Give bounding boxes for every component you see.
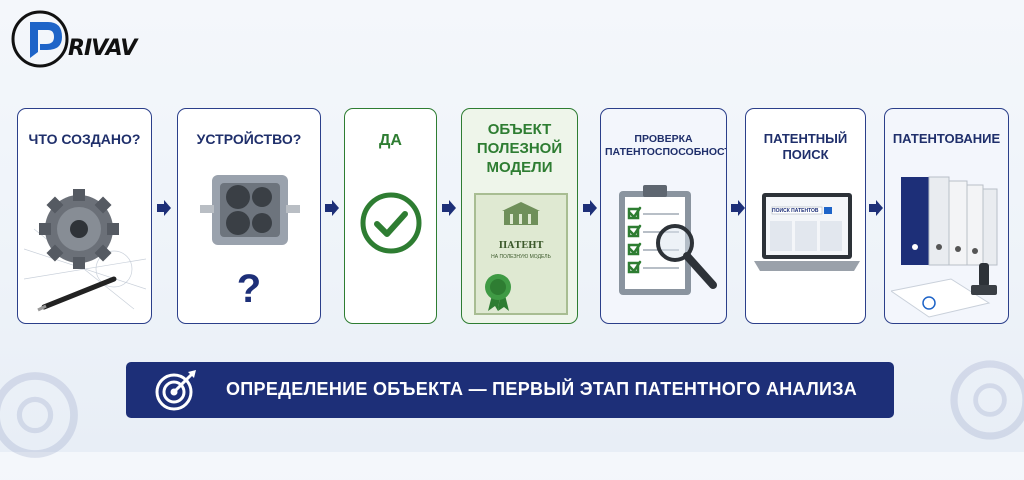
background-gear-right [950, 360, 1024, 440]
logo-text: RIVAV [68, 36, 137, 61]
arrow-right-icon [869, 200, 883, 216]
arrow-right-icon [731, 200, 745, 216]
banner-text: ОПРЕДЕЛЕНИЕ ОБЪЕКТА — ПЕРВЫЙ ЭТАП ПАТЕНТ… [226, 379, 858, 399]
arrow-right-icon [583, 200, 597, 216]
step-card-device: УСТРОЙСТВО? ? [177, 108, 321, 324]
step-title: ОБЪЕКТ ПОЛЕЗНОЙ МОДЕЛИ [476, 121, 563, 176]
checkmark-circle-icon [360, 192, 422, 254]
laptop-icon [754, 193, 860, 271]
step-title: ПАТЕНТНЫЙ ПОИСК [763, 131, 848, 163]
brand-logo: RIVAV [10, 8, 150, 70]
search-screen-label: ПОИСК ПАТЕНТОВ [772, 208, 819, 214]
step-title: ПАТЕНТОВАНИЕ [892, 131, 1001, 146]
step-title: ДА [379, 132, 402, 149]
step-title: УСТРОЙСТВО? [196, 131, 302, 147]
step-title: ЧТО СОЗДАНО? [28, 131, 141, 147]
clipboard-magnifier-icon [619, 185, 717, 295]
patent-doc-subtitle: НА ПОЛЕЗНУЮ МОДЕЛЬ [491, 254, 551, 260]
step-card-utility-model: ОБЪЕКТ ПОЛЕЗНОЙ МОДЕЛИ ПАТЕНТ НА ПОЛЕЗНУ… [461, 108, 578, 324]
patent-doc-title: ПАТЕНТ [498, 241, 544, 251]
logo-mark-icon [11, 10, 69, 68]
target-icon [155, 370, 196, 411]
step-card-what-created: ЧТО СОЗДАНО? [17, 108, 152, 324]
arrow-right-icon [157, 200, 171, 216]
step-card-patent-search: ПАТЕНТНЫЙ ПОИСК ПОИСК ПАТЕНТОВ [745, 108, 866, 324]
arrow-right-icon [325, 200, 339, 216]
step-card-patentability: ПРОВЕРКА ПАТЕНТОСПОСОБНОСТИ [600, 108, 727, 324]
gearbox-icon [200, 175, 300, 245]
step-title: ПРОВЕРКА ПАТЕНТОСПОСОБНОСТИ [605, 133, 727, 159]
seal-ribbon-icon [485, 274, 511, 311]
background-gear-left [0, 372, 78, 458]
question-mark: ? [236, 267, 262, 311]
gear-drawing-icon [24, 189, 146, 312]
arrow-right-icon [442, 200, 456, 216]
building-emblem-icon [502, 202, 540, 225]
binders-stamp-icon [891, 176, 998, 318]
step-card-yes: ДА [344, 108, 437, 324]
step-card-patenting: ПАТЕНТОВАНИЕ [884, 108, 1009, 324]
patent-document: ПАТЕНТ НА ПОЛЕЗНУЮ МОДЕЛЬ [474, 193, 568, 315]
summary-banner: ОПРЕДЕЛЕНИЕ ОБЪЕКТА — ПЕРВЫЙ ЭТАП ПАТЕНТ… [126, 362, 894, 418]
